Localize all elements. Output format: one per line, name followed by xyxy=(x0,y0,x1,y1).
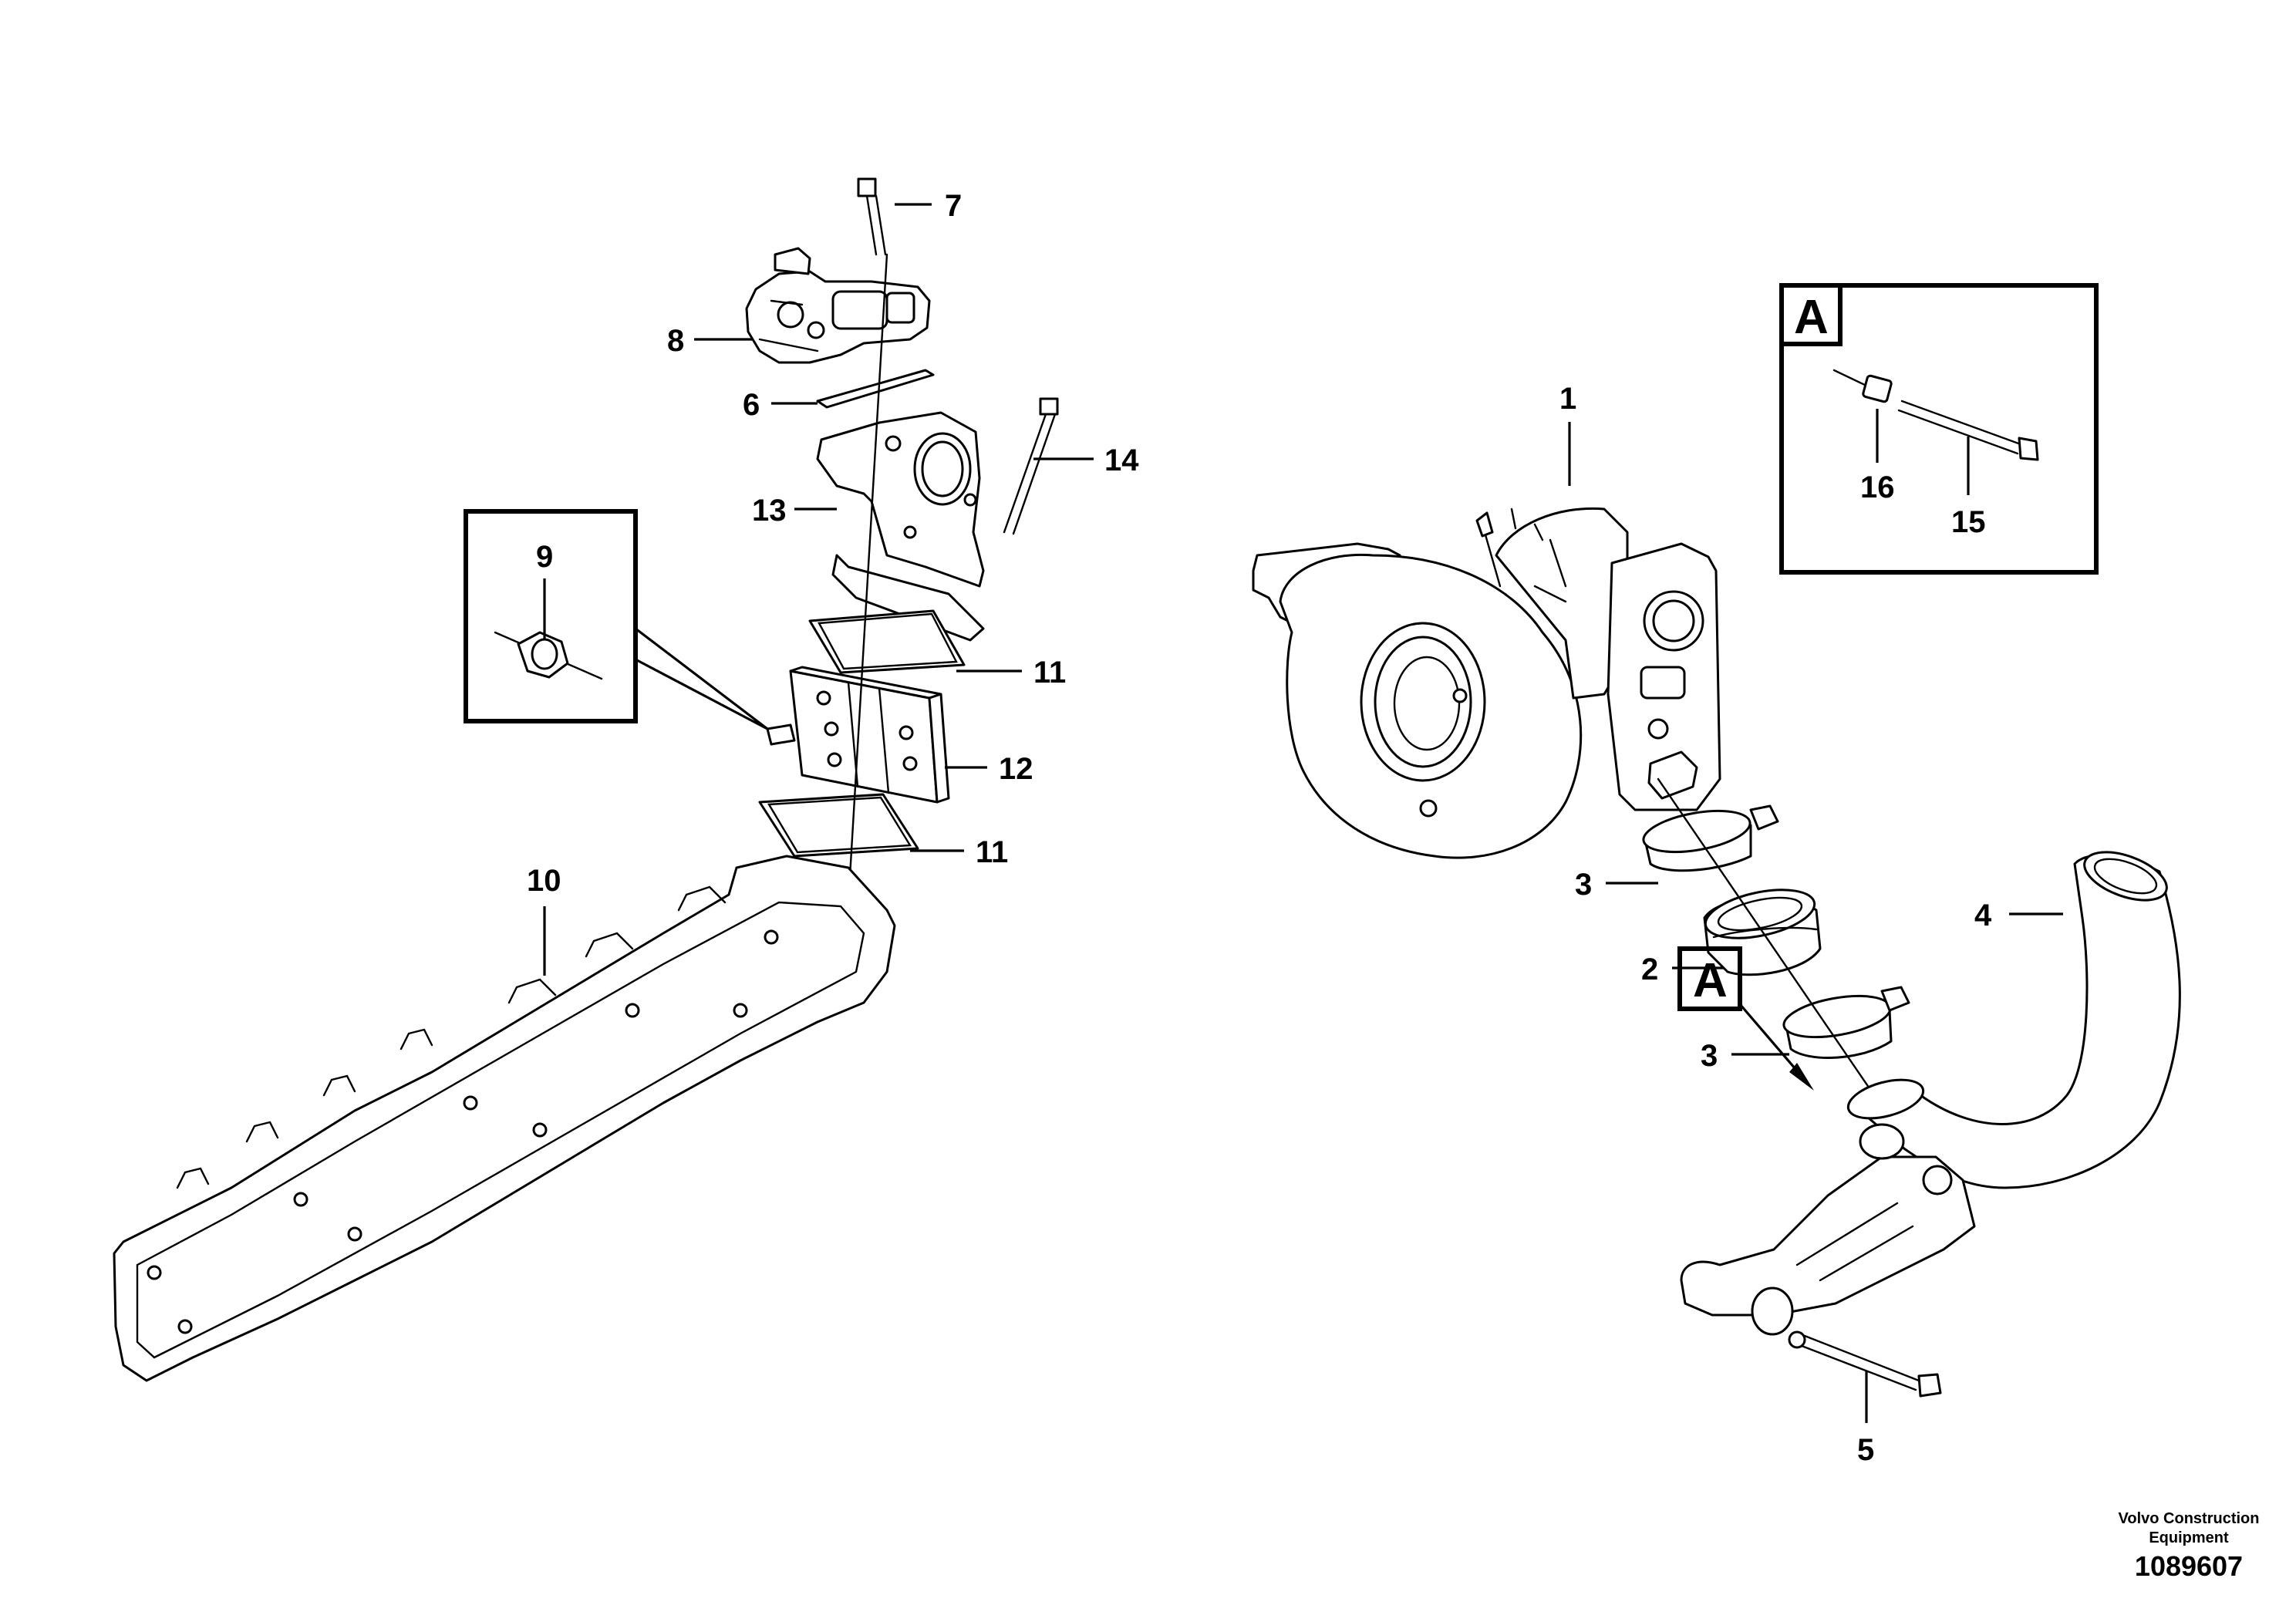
callout-5: 5 xyxy=(1857,1433,1874,1467)
callout-3-upper: 3 xyxy=(1575,868,1592,902)
detail-box-letter: A xyxy=(1794,291,1829,344)
callout-11-lower: 11 xyxy=(976,835,1008,869)
part-11-gasket-lower xyxy=(758,793,919,858)
callout-6: 6 xyxy=(743,388,760,422)
part-7-bolt xyxy=(857,177,887,256)
part-5-bolt xyxy=(1788,1330,1942,1398)
callout-2: 2 xyxy=(1641,953,1658,986)
part-11-gasket-upper xyxy=(808,609,966,674)
part-16-spacer xyxy=(1832,369,1893,463)
callout-7: 7 xyxy=(945,189,962,223)
detail-box-part-9 xyxy=(464,509,768,730)
leader-lines xyxy=(543,203,2063,1423)
detail-pointer-letter: A xyxy=(1693,954,1728,1007)
part-8-actuator xyxy=(745,247,931,364)
detail-ref-pointer-a xyxy=(1677,946,1814,1091)
part-13-elbow-housing xyxy=(816,411,985,642)
part-4-pipe xyxy=(1846,851,2181,1189)
callout-labels: 7 8 6 14 13 9 11 12 11 10 1 3 4 2 3 5 16… xyxy=(527,189,1992,1467)
stack-axis xyxy=(847,253,888,904)
callout-10: 10 xyxy=(527,864,561,898)
right-axis xyxy=(1657,777,1876,1097)
footer: Volvo Construction Equipment 1089607 xyxy=(2119,1510,2260,1582)
part-12-block xyxy=(766,666,950,804)
callout-11-upper: 11 xyxy=(1033,656,1066,690)
bracket xyxy=(1680,1123,1976,1336)
callout-15: 15 xyxy=(1951,505,1986,539)
callout-4: 4 xyxy=(1974,899,1992,932)
part-6-gasket xyxy=(816,369,935,409)
part-3-clamp-lower xyxy=(1782,986,1910,1059)
callout-13: 13 xyxy=(752,494,787,528)
detail-box-a xyxy=(1779,283,2099,575)
callout-12: 12 xyxy=(999,752,1033,786)
part-10-intake-manifold xyxy=(113,855,896,1382)
brand-line-1: Volvo Construction xyxy=(2119,1510,2260,1527)
part-3-clamp-upper xyxy=(1642,804,1779,872)
part-9-nut xyxy=(494,578,603,680)
drawing-number: 1089607 xyxy=(2135,1550,2243,1582)
callout-16: 16 xyxy=(1860,470,1895,504)
part-14-long-bolt xyxy=(1003,397,1059,535)
brand-line-2: Equipment xyxy=(2149,1529,2229,1546)
callout-14: 14 xyxy=(1104,443,1139,477)
callout-8: 8 xyxy=(667,324,684,358)
part-1-turbocharger xyxy=(1252,507,1721,859)
callout-9: 9 xyxy=(536,540,553,574)
callout-1: 1 xyxy=(1559,382,1576,416)
callout-3-lower: 3 xyxy=(1701,1039,1718,1073)
part-15-bolt xyxy=(1897,400,2039,495)
